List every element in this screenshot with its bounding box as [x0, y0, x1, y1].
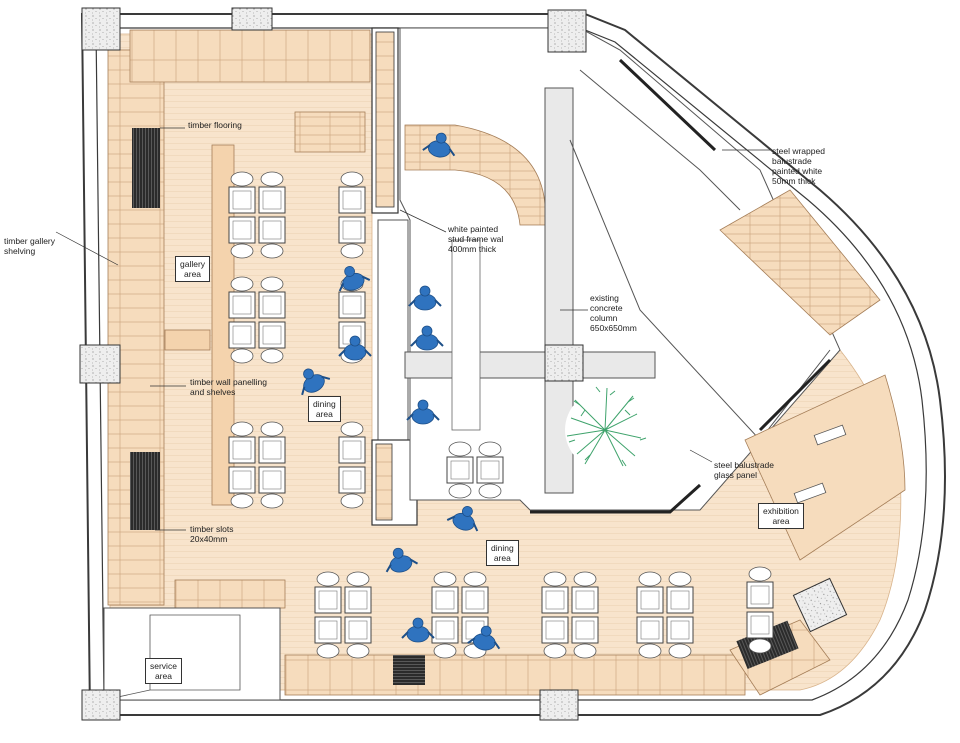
person-icon — [338, 266, 371, 292]
dining-table-group — [541, 571, 599, 659]
diagonal-stair — [719, 189, 881, 336]
dining-table-group — [636, 571, 694, 659]
person-icon — [467, 625, 501, 651]
concrete-column-interior — [544, 344, 584, 382]
person-icon — [301, 368, 331, 396]
balustrade-glass — [758, 358, 832, 432]
timber-floor-main — [109, 33, 902, 691]
concrete-column-bottom-mid — [539, 689, 579, 721]
timber-slots-lower — [130, 452, 160, 530]
dining-table-group — [228, 276, 286, 364]
dining-table-group — [431, 571, 489, 659]
person-icon — [408, 285, 442, 311]
dining-table-group — [446, 441, 504, 499]
person-icon — [406, 399, 440, 425]
concrete-beam-horizontal — [404, 351, 656, 379]
person-icon — [385, 547, 419, 573]
people-figures — [301, 132, 501, 651]
person-icon — [410, 325, 444, 351]
bottom-slots — [393, 655, 425, 685]
service-block — [174, 579, 286, 609]
dining-table-group — [746, 566, 774, 654]
timber-slots-upper — [132, 128, 160, 208]
gallery-stair — [294, 111, 366, 153]
concrete-column-top-right — [547, 9, 587, 53]
person-icon — [401, 617, 435, 643]
top-shelving — [129, 29, 371, 83]
concrete-column-top-left — [81, 7, 121, 51]
dining-table-group — [314, 571, 372, 659]
concrete-column-bottom-left — [81, 689, 121, 721]
person-icon — [422, 132, 456, 158]
concrete-column-right — [792, 577, 848, 633]
dining-table-group — [338, 421, 366, 509]
concrete-column-top-mid — [231, 7, 273, 31]
dining-table-group — [228, 171, 286, 259]
person-icon — [338, 335, 372, 361]
service-area-room — [103, 607, 281, 701]
plant-icon — [565, 386, 647, 470]
balustrade-top-right — [618, 58, 717, 152]
label-timber-flooring: timber flooring — [188, 120, 242, 130]
person-icon — [446, 506, 479, 532]
inner-wall-line — [95, 27, 927, 701]
dining-table-group — [338, 171, 366, 259]
bottom-bench — [284, 654, 746, 696]
dining-table-group — [228, 421, 286, 509]
concrete-column-left-mid — [79, 344, 121, 384]
